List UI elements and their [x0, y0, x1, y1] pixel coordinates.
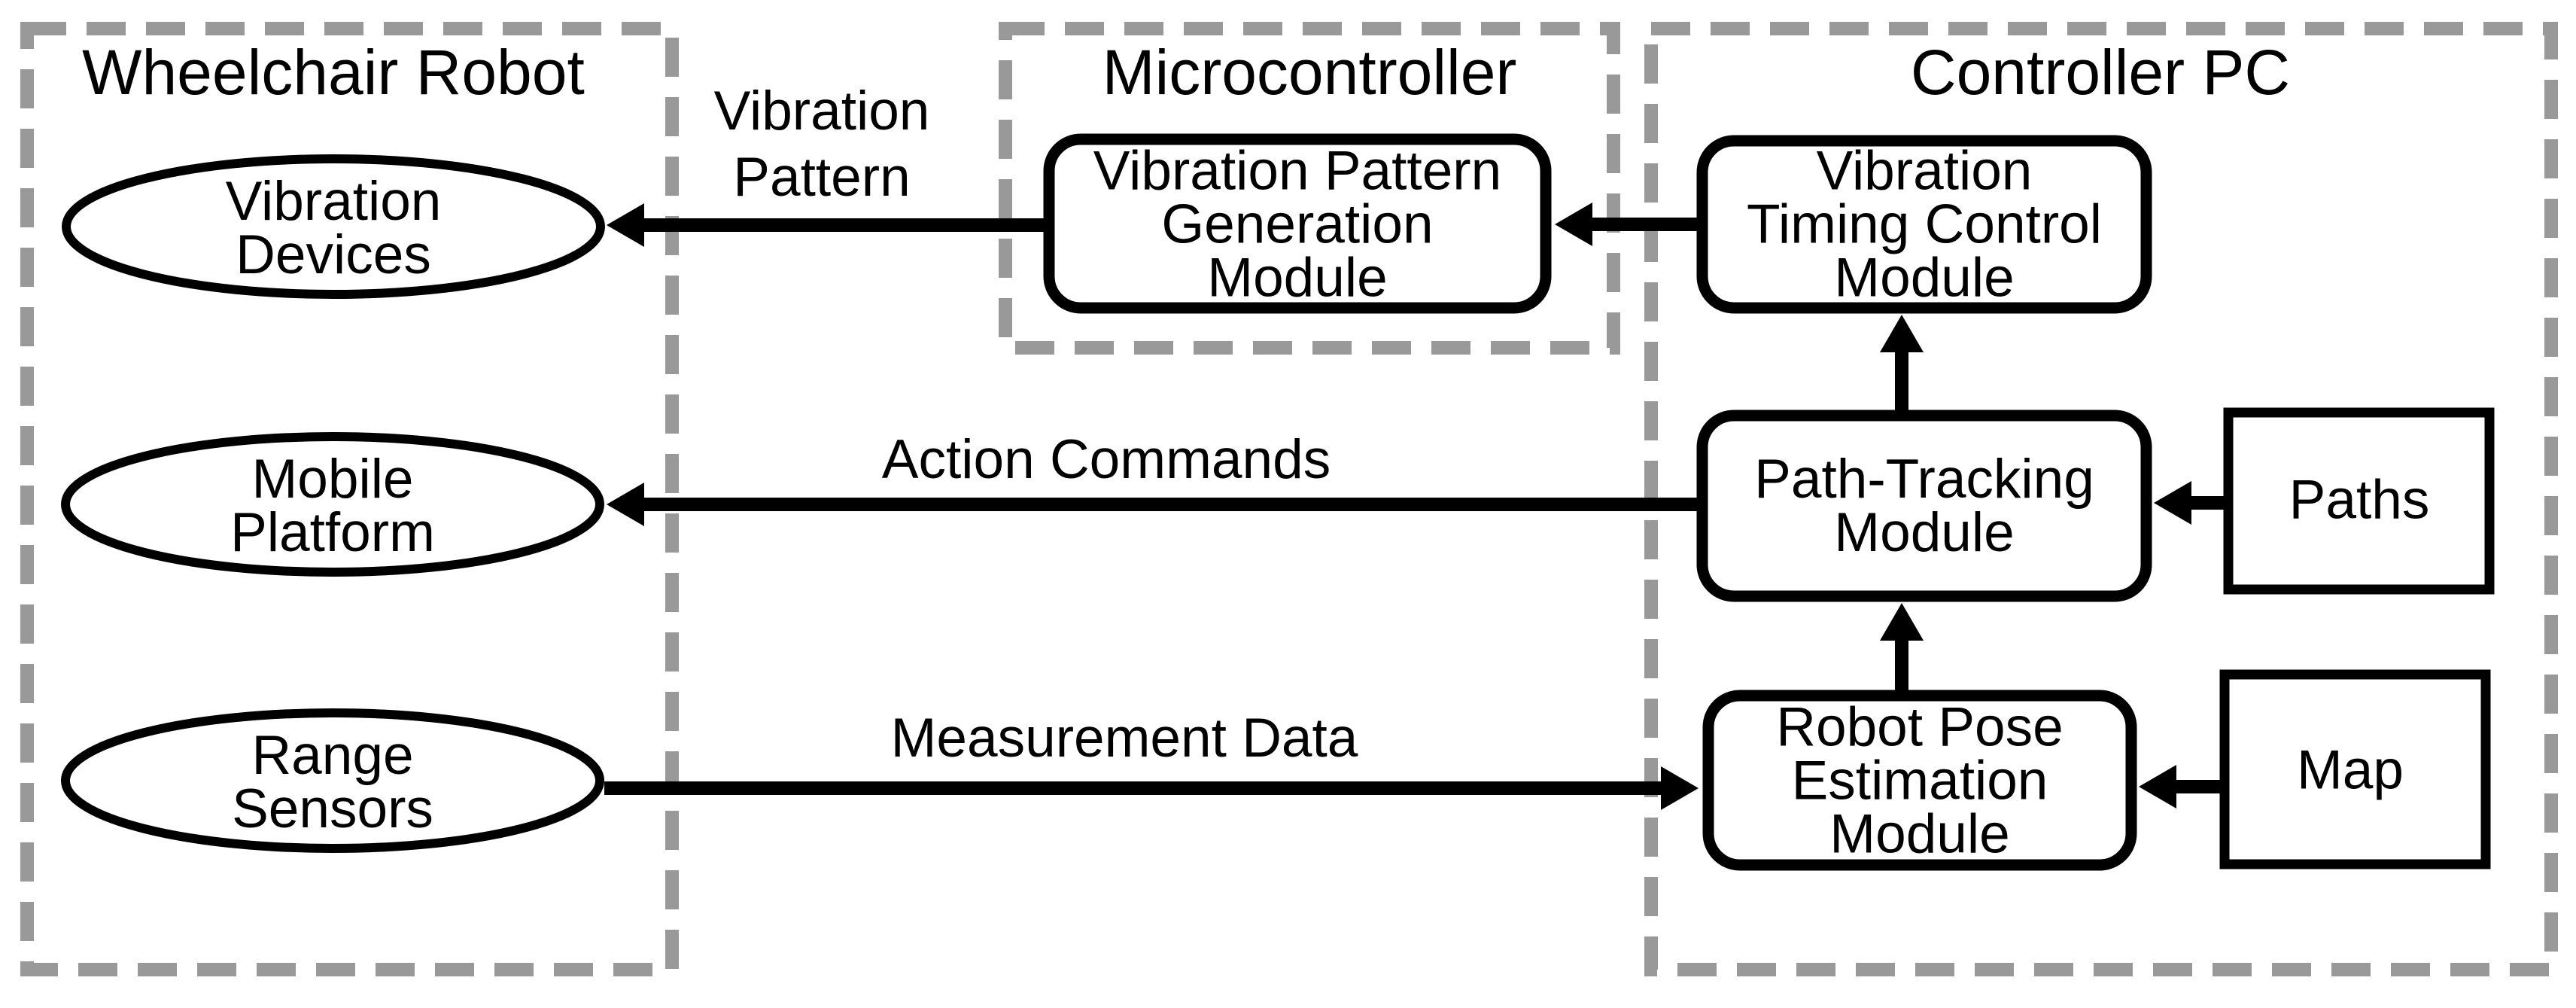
wheelchair-robot-container-box — [20, 22, 679, 976]
vibration-timing-control-module-box — [1696, 135, 2152, 314]
microcontroller-container-box — [999, 22, 1620, 355]
mobile-platform-ellipse — [61, 432, 604, 577]
pose-to-tracking-arrowhead — [1880, 603, 1924, 641]
paths-label: Paths — [2289, 469, 2430, 531]
paths-to-tracking-arrowhead — [2154, 481, 2191, 525]
map-label: Map — [2296, 739, 2404, 801]
action-commands-arrowhead — [607, 483, 644, 526]
vibration-pattern-generation-module-box — [1043, 133, 1552, 314]
measurement-data-edge-label: Measurement Data — [890, 708, 1358, 769]
range-sensors-ellipse — [61, 708, 604, 853]
robot-pose-estimation-module-box — [1702, 690, 2137, 871]
vibration-devices-ellipse — [62, 154, 605, 299]
path-tracking-module-label: Path-Tracking Module — [1754, 449, 2094, 563]
mobile-platform-label: Mobile Platform — [230, 449, 435, 563]
measurement-data-arrowhead — [1661, 766, 1699, 810]
map-to-pose-arrowhead — [2139, 765, 2176, 809]
vibration-pattern-arrowhead — [607, 203, 644, 247]
timing-to-generation-arrowhead — [1555, 203, 1592, 246]
robot-pose-estimation-module-label: Robot Pose Estimation Module — [1776, 696, 2064, 865]
range-sensors-label: Range Sensors — [232, 725, 433, 839]
path-tracking-module-box — [1696, 410, 2152, 602]
action-commands-edge-label: Action Commands — [881, 429, 1331, 490]
paths-data-box — [2223, 407, 2495, 595]
vibration-timing-control-module-label: Vibration Timing Control Module — [1747, 140, 2102, 309]
microcontroller-title: Microcontroller — [1102, 37, 1517, 108]
vibration-pattern-edge-label: Vibration Pattern — [713, 81, 930, 208]
vibration-pattern-generation-module-label: Vibration Pattern Generation Module — [1093, 140, 1502, 309]
map-data-box — [2219, 669, 2491, 869]
controller-pc-title: Controller PC — [1910, 37, 2291, 108]
wheelchair-robot-title: Wheelchair Robot — [82, 37, 585, 108]
vibration-devices-label: Vibration Devices — [225, 171, 442, 285]
tracking-to-timing-arrowhead — [1880, 315, 1924, 352]
